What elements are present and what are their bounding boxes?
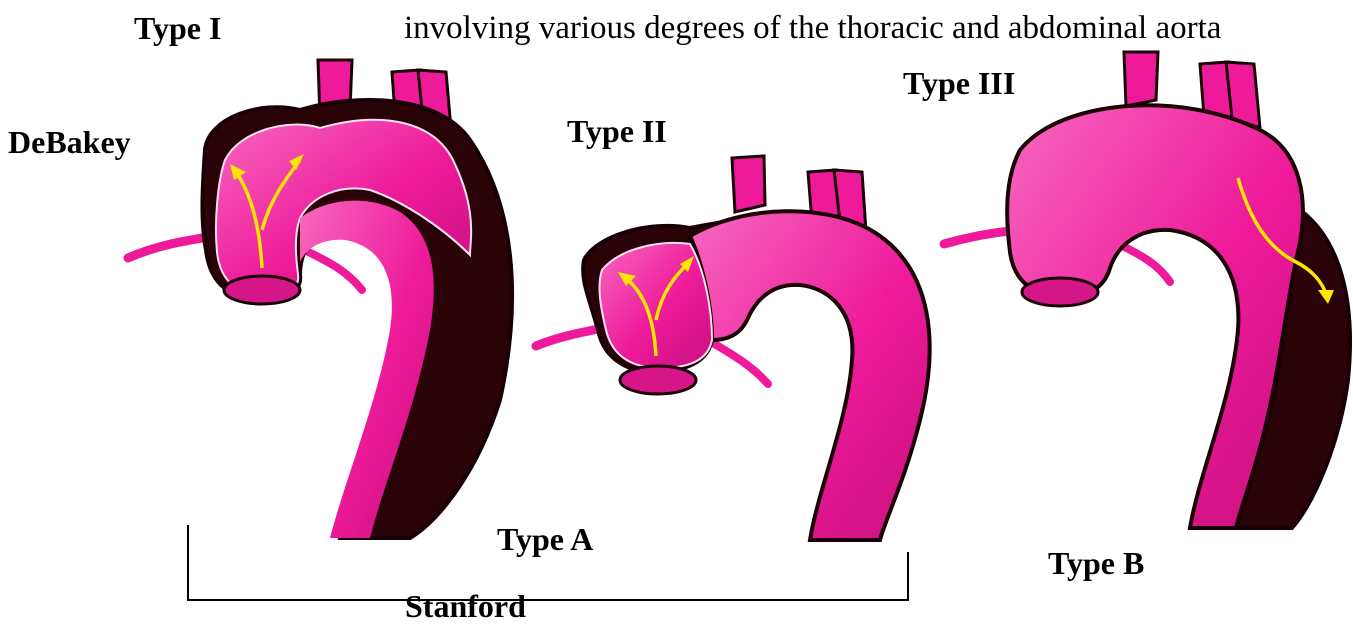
- aorta-type-i: [128, 60, 512, 538]
- caption-text: involving various degrees of the thoraci…: [404, 12, 1221, 45]
- label-type-b: Type B: [1048, 547, 1144, 579]
- aortic-root: [1022, 278, 1098, 306]
- aortic-root: [620, 366, 696, 394]
- label-type-a: Type A: [497, 523, 593, 555]
- label-type-i: Type I: [134, 12, 221, 44]
- coronary-vessel: [708, 340, 768, 384]
- aorta-type-ii: [536, 156, 930, 540]
- label-stanford: Stanford: [405, 590, 526, 622]
- aorta-type-iii: [944, 52, 1350, 528]
- coronary-vessel: [128, 236, 215, 258]
- aortic-root: [224, 276, 300, 304]
- label-debakey: DeBakey: [8, 126, 131, 158]
- label-type-iii: Type III: [903, 67, 1015, 99]
- coronary-vessel: [300, 248, 362, 290]
- label-type-ii: Type II: [567, 115, 667, 147]
- true-lumen: [690, 211, 930, 540]
- coronary-vessel: [536, 328, 604, 346]
